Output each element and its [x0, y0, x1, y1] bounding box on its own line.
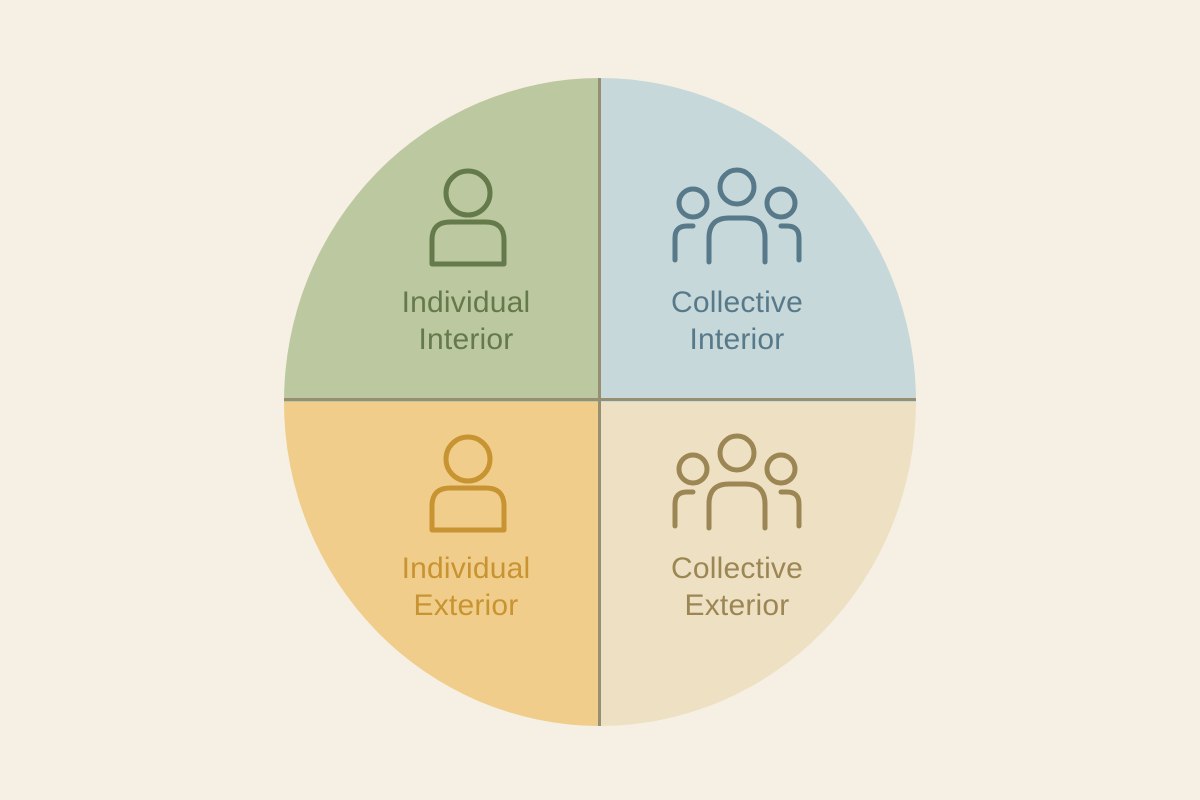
quadrant-collective-interior: Collective Interior — [600, 78, 916, 402]
quadrant-label: Individual Exterior — [346, 550, 586, 624]
person-icon — [429, 168, 507, 267]
label-line-2: Exterior — [684, 589, 790, 622]
label-line-2: Interior — [689, 323, 785, 356]
label-line-1: Collective — [670, 552, 804, 585]
label-line-1: Collective — [670, 286, 804, 319]
quadrant-content: Individual Interior — [346, 166, 586, 358]
horizontal-divider — [284, 398, 916, 401]
quadrant-collective-exterior: Collective Exterior — [600, 402, 916, 726]
quadrant-content: Individual Exterior — [346, 432, 586, 624]
quadrant-label: Individual Interior — [346, 284, 586, 358]
vertical-divider — [598, 78, 601, 726]
quadrant-content: Collective Exterior — [617, 432, 857, 624]
quadrant-label: Collective Interior — [617, 284, 857, 358]
quadrant-circle: Individual Interior Collective Interio — [284, 78, 916, 726]
label-line-2: Exterior — [413, 589, 519, 622]
group-icon — [672, 433, 802, 531]
quadrant-label: Collective Exterior — [617, 550, 857, 624]
group-icon — [672, 167, 802, 265]
label-line-1: Individual — [401, 552, 531, 585]
person-icon — [429, 434, 507, 533]
quadrant-individual-exterior: Individual Exterior — [284, 402, 600, 726]
quadrant-individual-interior: Individual Interior — [284, 78, 600, 402]
quadrant-content: Collective Interior — [617, 166, 857, 358]
label-line-2: Interior — [418, 323, 514, 356]
label-line-1: Individual — [401, 286, 531, 319]
